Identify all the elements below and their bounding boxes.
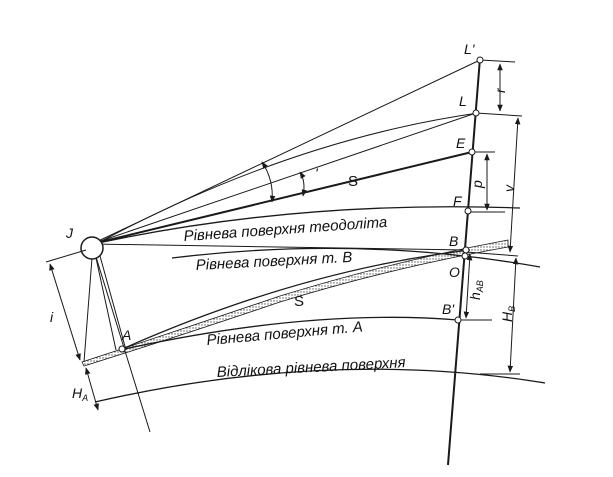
point-b-prime-marker <box>454 316 462 324</box>
point-a-level-surface <box>119 316 459 351</box>
label-l: L <box>459 93 467 109</box>
point-b-marker <box>462 246 470 254</box>
tick-o <box>465 251 519 257</box>
label-h-ab: hАВ <box>467 280 485 300</box>
staff-vertical-line <box>447 57 481 466</box>
instrument-vertical-axis <box>91 243 151 433</box>
point-o-marker <box>461 252 469 260</box>
point-f-marker <box>464 207 472 215</box>
reference-level-surface <box>94 368 546 403</box>
point-l-marker <box>472 109 480 117</box>
tripod-leg-mid <box>95 257 117 351</box>
label-angle-mark: ' <box>315 165 319 181</box>
dim-i <box>49 263 81 361</box>
label-o: O <box>449 264 460 280</box>
label-e: E <box>456 135 466 151</box>
sight-line-to-l <box>91 112 477 245</box>
sight-line-to-l-prime <box>91 59 481 245</box>
label-b: B <box>449 233 458 249</box>
label-f: F <box>453 193 463 209</box>
i-extension-line <box>45 249 87 263</box>
label-l-prime: L' <box>464 41 476 57</box>
theodolite-level-surface <box>97 206 521 244</box>
horizon-line-lower <box>119 249 471 351</box>
label-a: A <box>121 327 131 343</box>
dim-h-ab <box>463 253 473 319</box>
point-e-marker <box>468 148 476 156</box>
dim-v <box>507 117 521 253</box>
sight-line-to-b <box>91 243 467 251</box>
angle-arc-inner <box>299 171 308 197</box>
tick-l <box>475 112 523 117</box>
instrument-circle <box>80 236 104 260</box>
tripod-leg-right <box>99 255 127 351</box>
angle-arc-outer <box>261 161 276 203</box>
dim-h-b <box>507 257 519 373</box>
label-theodolite-surface: Рівнева поверхня теодоліта <box>183 214 388 245</box>
label-s-lower: S <box>294 293 304 310</box>
label-reference-surface: Відлікова рівнева поверхня <box>216 354 406 381</box>
label-p: p <box>469 180 485 189</box>
label-v: v <box>501 184 517 192</box>
label-b-prime: B' <box>442 301 455 317</box>
tick-l-prime <box>479 59 516 63</box>
dim-h-a <box>85 367 99 411</box>
point-a-marker <box>118 345 126 353</box>
label-j: J <box>65 225 74 241</box>
label-h-a: HA <box>72 385 88 403</box>
label-i: i <box>50 309 54 325</box>
label-s-upper: S <box>348 173 358 190</box>
label-h-b: HВ <box>499 306 517 322</box>
point-l-prime-marker <box>476 56 484 64</box>
tripod-leg-left <box>83 257 93 363</box>
label-r: r <box>492 87 508 93</box>
sight-line-to-e <box>91 151 473 245</box>
